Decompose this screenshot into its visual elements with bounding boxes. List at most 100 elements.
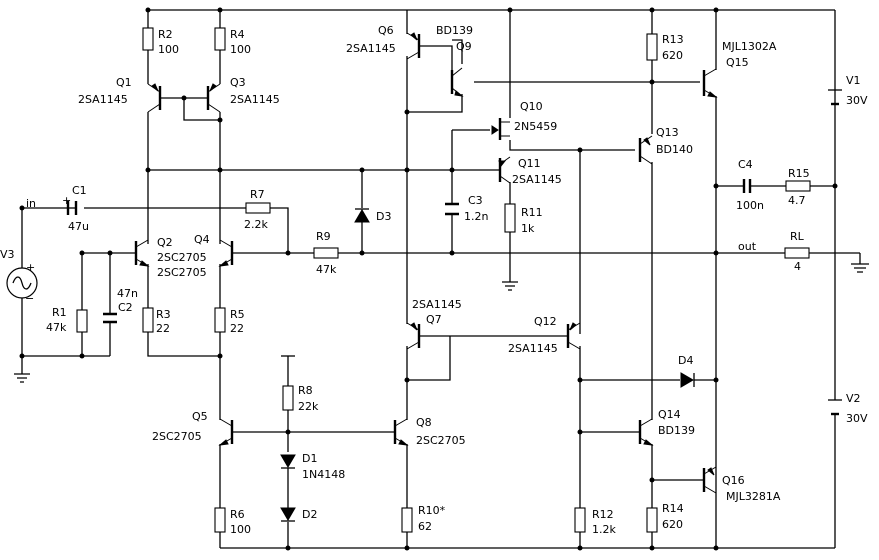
label-R9: R9 xyxy=(316,230,331,243)
label-C4-value: 100n xyxy=(736,199,764,212)
transistor-Q14 xyxy=(638,418,654,446)
label-Q1: Q1 xyxy=(116,76,132,89)
label-in: in xyxy=(26,197,36,210)
label-C4: C4 xyxy=(738,158,753,171)
label-Q13: Q13 xyxy=(656,126,679,139)
label-Q6: Q6 xyxy=(378,24,394,37)
diodes xyxy=(280,208,695,522)
label-RL: RL xyxy=(790,230,805,243)
resistor-R11 xyxy=(504,203,516,233)
resistor-R2 xyxy=(142,27,154,51)
label-V2: V2 xyxy=(846,392,861,405)
label-V3-plus: + xyxy=(26,261,35,274)
transistor-Q12 xyxy=(566,322,581,350)
capacitor-C2 xyxy=(103,312,117,324)
label-Q10: Q10 xyxy=(520,100,543,113)
label-BD139-top: BD139 xyxy=(436,24,473,37)
label-R2-value: 100 xyxy=(158,43,179,56)
ground-R11 xyxy=(502,280,518,291)
transistor-Q10-jfet xyxy=(491,118,510,140)
diode-D1 xyxy=(280,454,296,469)
diode-D4 xyxy=(680,372,695,388)
label-Q3: Q3 xyxy=(230,76,246,89)
label-Q13-part: BD140 xyxy=(656,143,693,156)
label-R3-value: 22 xyxy=(156,322,170,335)
capacitors xyxy=(66,179,752,324)
transistor-Q13 xyxy=(638,135,653,165)
resistors xyxy=(76,27,811,533)
resistor-R6 xyxy=(214,507,226,533)
label-Q14: Q14 xyxy=(658,408,681,421)
transistor-Q4 xyxy=(218,239,234,267)
label-Q5-part: 2SC2705 xyxy=(152,430,202,443)
resistor-R14 xyxy=(646,507,658,533)
label-R7: R7 xyxy=(250,188,265,201)
ground-out xyxy=(851,253,869,273)
capacitor-C3 xyxy=(445,202,459,216)
resistor-R12 xyxy=(574,507,586,533)
label-R10: R10* xyxy=(418,504,446,517)
label-D3: D3 xyxy=(376,210,391,223)
label-R6-value: 100 xyxy=(230,523,251,536)
capacitor-C4 xyxy=(742,179,752,193)
label-D4: D4 xyxy=(678,354,693,367)
label-V2-value: 30V xyxy=(846,412,868,425)
label-Q2-part2: 2SC2705 xyxy=(157,266,207,279)
label-R11-value: 1k xyxy=(521,222,535,235)
label-Q2-part1: 2SC2705 xyxy=(157,251,207,264)
resistor-R1 xyxy=(76,309,88,333)
label-R2: R2 xyxy=(158,28,173,41)
resistor-R7 xyxy=(245,202,271,214)
label-Q7: Q7 xyxy=(426,313,442,326)
label-Q11: Q11 xyxy=(518,157,541,170)
label-R12-value: 1.2k xyxy=(592,523,616,536)
transistor-Q16 xyxy=(702,466,717,494)
label-R8: R8 xyxy=(298,384,313,397)
label-Q8: Q8 xyxy=(416,416,432,429)
labels: R2 100 R4 100 Q1 2SA1145 Q3 2SA1145 in C… xyxy=(0,24,868,536)
label-Q6-part: 2SA1145 xyxy=(346,42,396,55)
label-R9-value: 47k xyxy=(316,263,337,276)
sources xyxy=(6,89,842,416)
label-Q4: Q4 xyxy=(194,233,210,246)
resistor-R5 xyxy=(214,307,226,333)
label-V3-minus: − xyxy=(25,292,34,305)
label-C2: C2 xyxy=(118,301,133,314)
label-C1-value: 47u xyxy=(68,220,89,233)
label-Q16-part: MJL3281A xyxy=(726,490,781,503)
label-R3: R3 xyxy=(156,308,171,321)
label-R15: R15 xyxy=(788,167,810,180)
label-R4: R4 xyxy=(230,28,245,41)
transistor-Q11 xyxy=(498,156,511,184)
label-Q8-part: 2SC2705 xyxy=(416,434,466,447)
resistor-R4 xyxy=(214,27,226,51)
label-D1: D1 xyxy=(302,452,317,465)
label-D2: D2 xyxy=(302,508,317,521)
label-V1: V1 xyxy=(846,74,861,87)
battery-V2 xyxy=(828,399,842,416)
label-C3: C3 xyxy=(468,194,483,207)
resistor-R3 xyxy=(142,307,154,333)
label-Q9: Q9 xyxy=(456,40,472,53)
label-Q2: Q2 xyxy=(157,236,173,249)
battery-V1 xyxy=(828,89,842,106)
transistor-Q8 xyxy=(393,418,409,446)
label-Q16: Q16 xyxy=(722,474,745,487)
resistor-RL xyxy=(784,247,810,259)
junctions xyxy=(19,7,838,551)
label-R13: R13 xyxy=(662,33,684,46)
label-Q10-part: 2N5459 xyxy=(514,120,557,133)
transistor-Q2 xyxy=(134,239,150,267)
label-D1-part: 1N4148 xyxy=(302,468,345,481)
diode-D2 xyxy=(280,507,296,522)
label-RL-value: 4 xyxy=(794,260,801,273)
ac-source-V3 xyxy=(6,267,38,299)
label-R7-value: 2.2k xyxy=(244,218,268,231)
label-Q5: Q5 xyxy=(192,410,208,423)
label-R10-value: 62 xyxy=(418,520,432,533)
transistor-Q15 xyxy=(702,68,718,98)
label-out: out xyxy=(738,240,757,253)
label-V3: V3 xyxy=(0,248,15,261)
transistor-Q9 xyxy=(450,67,464,97)
